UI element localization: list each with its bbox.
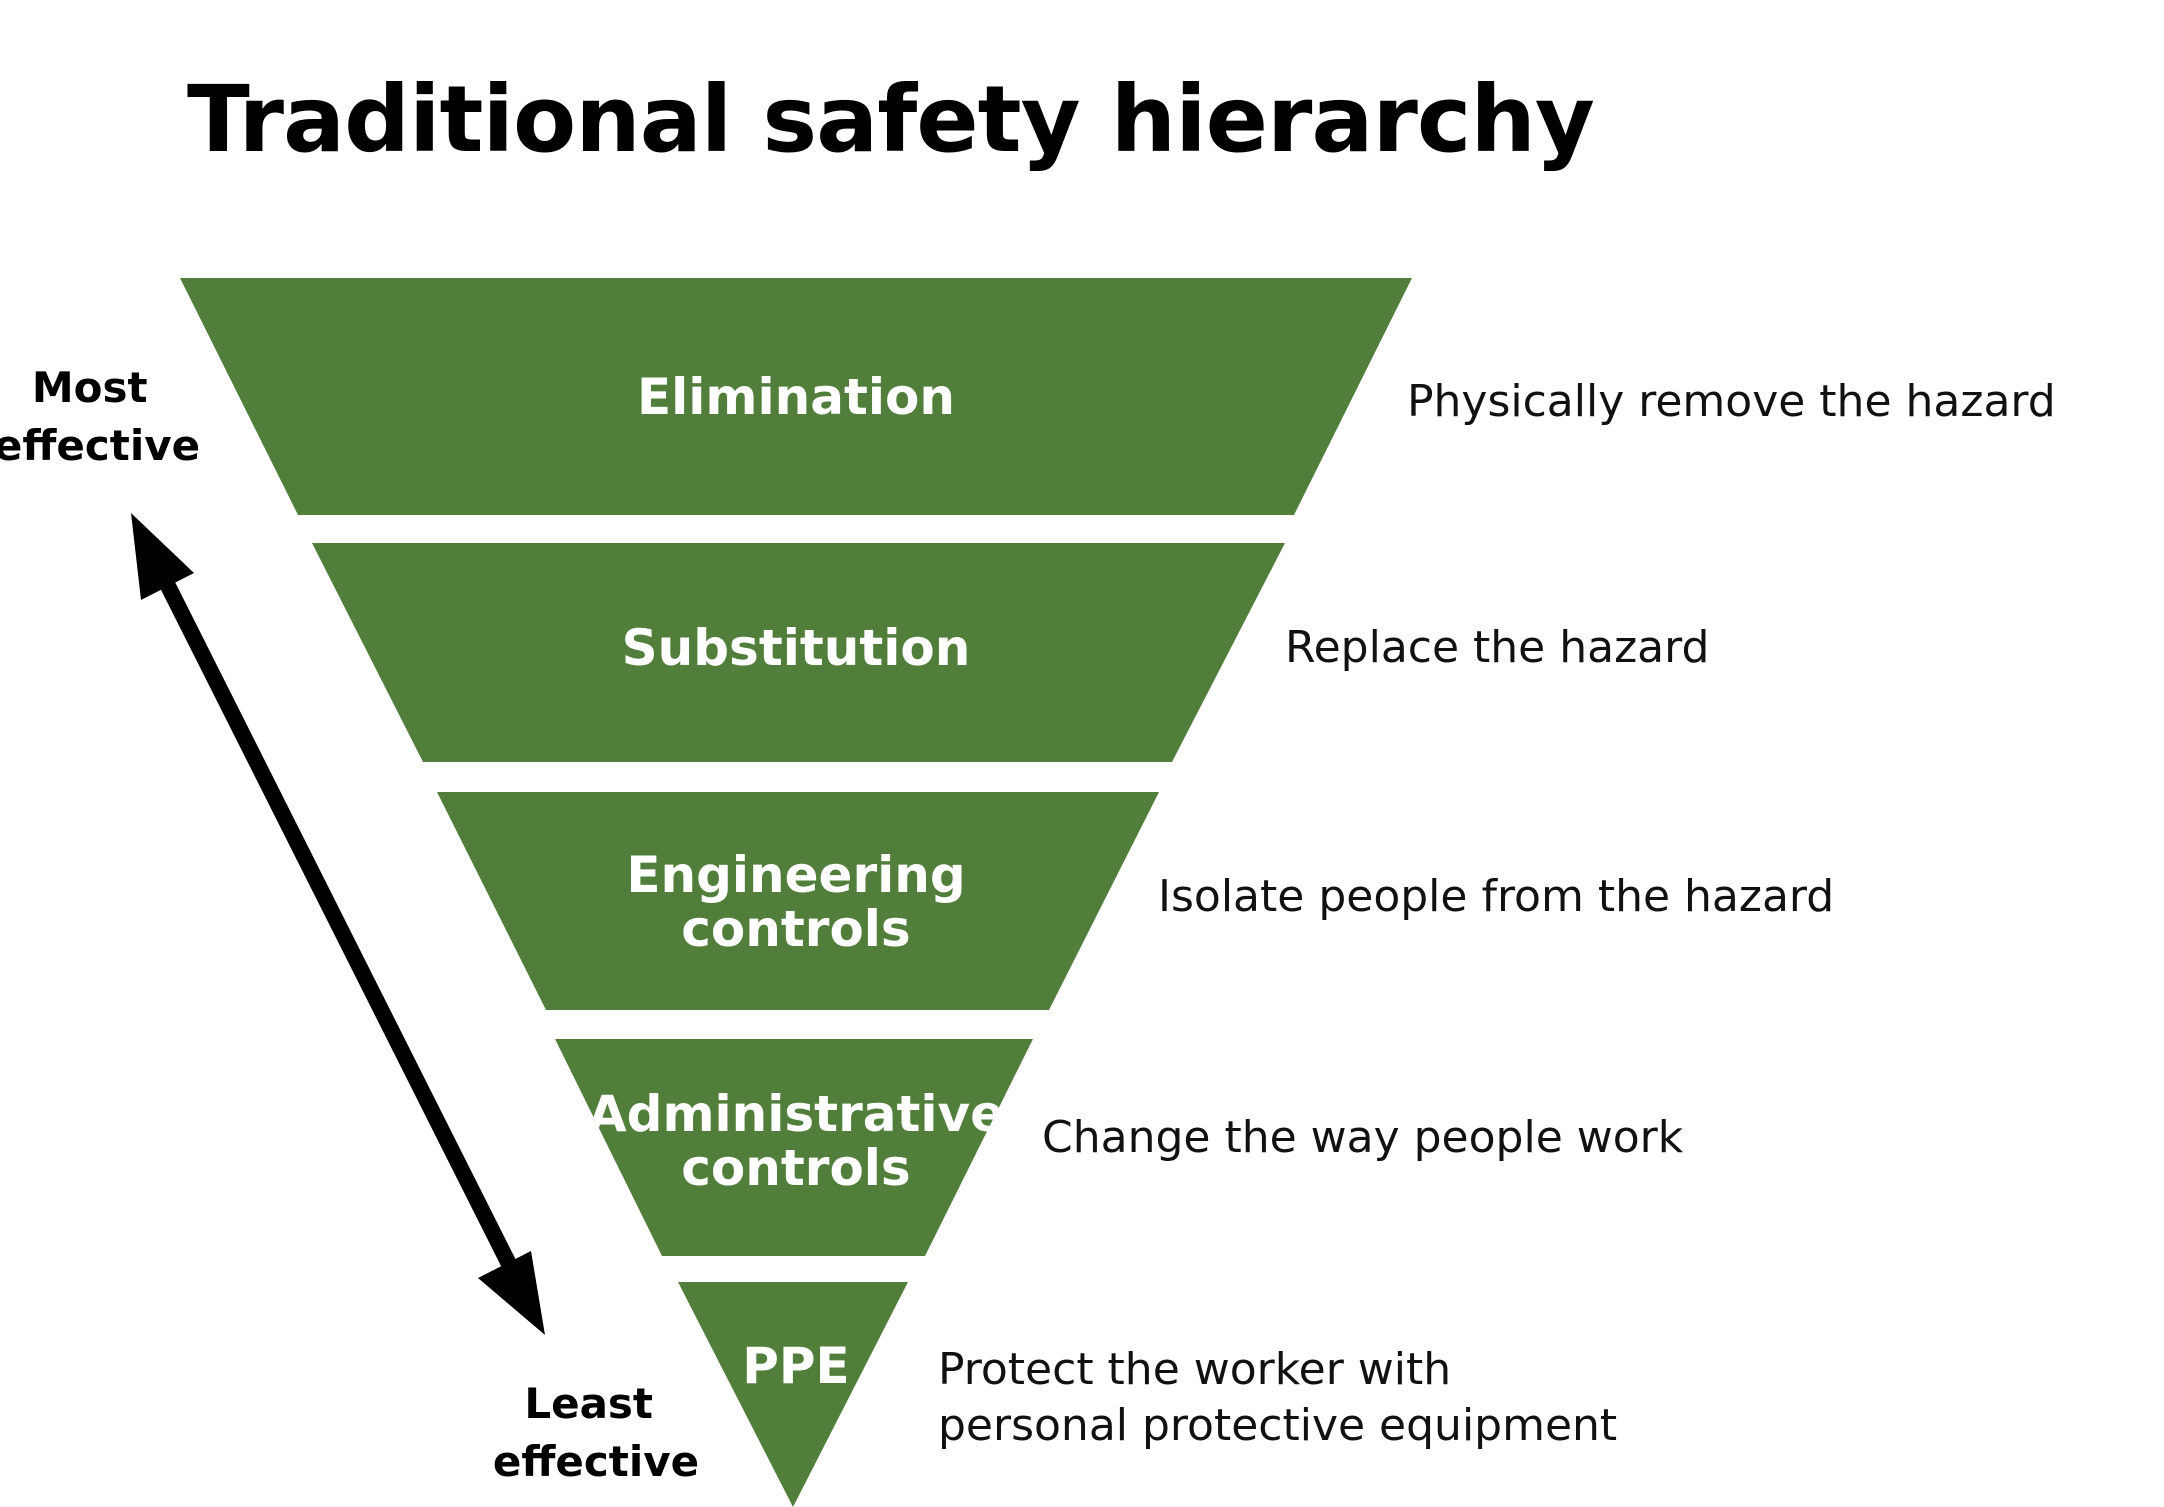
effectiveness-arrow-shaft bbox=[152, 566, 524, 1282]
level-ppe-label: PPE bbox=[742, 1337, 849, 1395]
level-engineering-controls-description: Isolate people from the hazard bbox=[1158, 871, 1834, 922]
level-engineering-controls-shape bbox=[437, 792, 1159, 1010]
level-ppe-shape bbox=[678, 1282, 908, 1507]
diagram-title: Traditional safety hierarchy bbox=[187, 66, 1595, 173]
arrow-head-down bbox=[478, 1251, 545, 1335]
most-effective-label: Most effective bbox=[0, 363, 200, 470]
level-substitution: Substitution Replace the hazard bbox=[312, 543, 1709, 762]
level-elimination: Elimination Physically remove the hazard bbox=[180, 278, 2056, 515]
least-effective-label: Least effective bbox=[493, 1379, 699, 1486]
level-elimination-description: Physically remove the hazard bbox=[1407, 376, 2056, 427]
level-substitution-label: Substitution bbox=[622, 619, 971, 677]
level-elimination-label: Elimination bbox=[637, 368, 955, 426]
level-administrative-controls-description: Change the way people work bbox=[1042, 1112, 1684, 1163]
level-substitution-description: Replace the hazard bbox=[1285, 622, 1709, 673]
level-administrative-controls-shape bbox=[555, 1039, 1033, 1256]
level-substitution-shape bbox=[312, 543, 1285, 762]
level-elimination-shape bbox=[180, 278, 1412, 515]
arrow-head-up bbox=[131, 513, 194, 600]
effectiveness-arrow bbox=[131, 513, 545, 1335]
hierarchy-levels: Elimination Physically remove the hazardS… bbox=[180, 278, 2056, 1507]
